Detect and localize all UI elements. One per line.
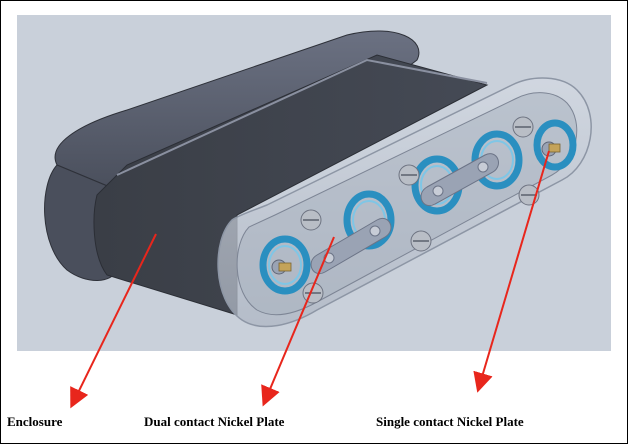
o-ring — [533, 119, 577, 171]
o-ring — [259, 235, 311, 295]
enclosure-back-shell — [54, 30, 420, 191]
enclosure-body — [93, 54, 489, 316]
single-contact-plate — [271, 259, 292, 275]
enclosure-rim — [116, 58, 488, 176]
enclosure-label: Enclosure — [7, 414, 63, 429]
arrow-enclosure — [70, 233, 157, 409]
dual-contact-plate — [310, 217, 392, 275]
single-contact-plate — [541, 141, 561, 157]
single-contact-plate-label: Single contact Nickel Plate — [376, 414, 524, 429]
cad-render — [17, 15, 611, 351]
dual-contact-plate-label: Dual contact Nickel Plate — [144, 414, 285, 429]
battery-holder-illustration — [44, 30, 592, 328]
arrow-single-plate — [473, 150, 550, 393]
arrow-dual-plate — [261, 236, 335, 407]
dual-contact-plate — [420, 153, 499, 207]
